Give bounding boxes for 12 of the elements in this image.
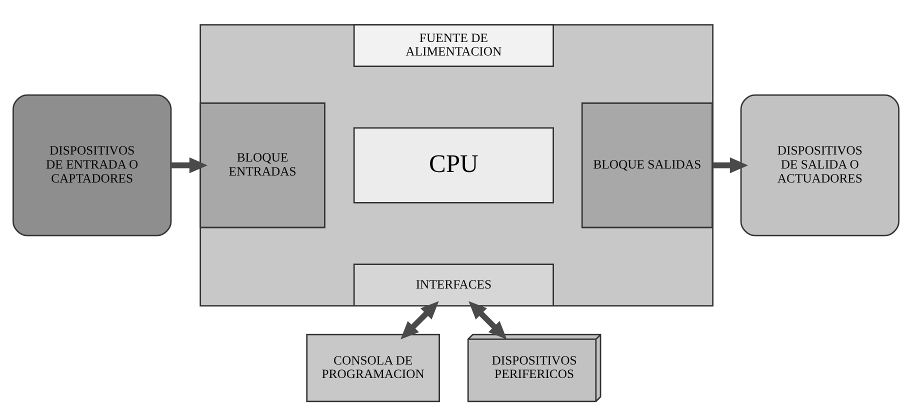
node-box: BLOQUE ENTRADAS [200, 102, 326, 228]
node-box: CPU [353, 126, 554, 203]
arrow [712, 156, 748, 173]
arrow [171, 156, 208, 173]
node-box: DISPOSITIVOS DE SALIDA O ACTUADORES [740, 94, 900, 236]
node-box: CONSOLA DE PROGRAMACION [306, 333, 440, 402]
arrow [400, 300, 439, 339]
node-box: INTERFACES [353, 263, 554, 306]
arrow [468, 300, 507, 339]
node-box: FUENTE DE ALIMENTACION [353, 24, 554, 66]
node-box: DISPOSITIVOS DE ENTRADA O CAPTADORES [12, 94, 172, 236]
node-box: BLOQUE SALIDAS [581, 102, 713, 228]
